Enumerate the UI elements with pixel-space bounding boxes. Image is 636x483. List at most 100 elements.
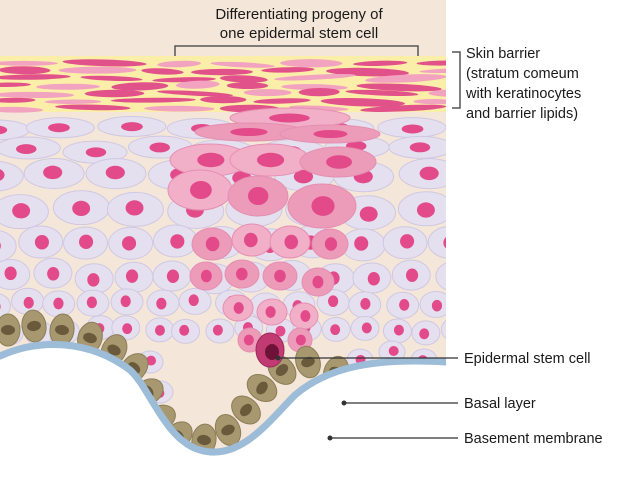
squame: [360, 104, 446, 112]
dermis-region: [0, 344, 446, 478]
progeny-nucleus: [311, 196, 335, 216]
progeny-nucleus: [197, 152, 225, 168]
cell-nucleus: [149, 142, 170, 153]
cell-nucleus: [448, 271, 460, 285]
cell-nucleus: [275, 325, 286, 337]
cell-nucleus: [122, 236, 137, 251]
squame: [416, 60, 446, 66]
squame-layer: [0, 59, 446, 113]
cell-nucleus: [122, 323, 133, 335]
cell-nucleus: [125, 269, 139, 283]
progeny-nucleus: [256, 152, 285, 168]
squame: [111, 82, 169, 91]
squame: [220, 75, 268, 83]
barrier-label-line3: with keratinocytes: [465, 86, 581, 102]
cell-nucleus: [146, 355, 157, 366]
squame: [190, 68, 253, 76]
cell-nucleus: [405, 268, 419, 282]
basal-layer-label: Basal layer: [464, 396, 536, 412]
basal-nucleus: [221, 424, 235, 436]
cell-nucleus: [0, 303, 1, 310]
squame: [144, 105, 215, 112]
cell-nucleus: [360, 298, 371, 310]
squame: [84, 89, 145, 98]
cell-nucleus: [416, 202, 435, 218]
cell-nucleus: [12, 203, 31, 219]
cell-nucleus: [388, 346, 399, 356]
cell-nucleus: [87, 273, 100, 287]
cell-nucleus: [361, 322, 372, 334]
squame: [419, 68, 446, 74]
squame: [0, 60, 58, 66]
barrier-bracket: [452, 51, 461, 109]
stem-cell-label: Epidermal stem cell: [464, 351, 591, 367]
squame: [365, 74, 446, 83]
squame: [44, 99, 102, 104]
cell-nucleus: [179, 324, 190, 336]
stem-cell-leader-dot: [275, 355, 281, 361]
progeny-nucleus: [200, 269, 212, 283]
cell-nucleus: [79, 234, 94, 250]
cell-nucleus: [449, 324, 459, 335]
cell-nucleus: [0, 125, 8, 135]
squame: [428, 89, 446, 97]
basement-membrane: [0, 340, 446, 456]
squame: [345, 89, 419, 96]
squame: [0, 97, 36, 103]
basal-nucleus: [256, 381, 268, 395]
basal-nucleus: [240, 403, 252, 417]
basal-nucleus: [27, 320, 41, 332]
squame: [210, 61, 275, 68]
cell: [0, 293, 11, 319]
progeny-nucleus: [233, 302, 244, 314]
cell: [0, 230, 17, 263]
progeny-label-line1: Differentiating progeny of: [215, 6, 383, 23]
squame: [0, 106, 44, 113]
progeny-nucleus: [300, 310, 311, 322]
progeny-column: [167, 107, 381, 353]
basal-nucleus: [83, 332, 97, 344]
squame: [280, 59, 343, 68]
progeny-nucleus: [324, 237, 338, 251]
cell-nucleus: [121, 122, 143, 132]
cell-nucleus: [409, 142, 431, 153]
progeny-nucleus: [265, 306, 276, 318]
cell: [427, 226, 446, 259]
cell-nucleus: [16, 144, 37, 154]
basal-nucleus: [55, 324, 69, 336]
basement-membrane-label: Basement membrane: [464, 431, 603, 447]
basal-nucleus: [301, 356, 315, 368]
cell-nucleus: [354, 236, 369, 251]
cell-nucleus: [72, 200, 91, 217]
squame: [58, 66, 137, 74]
cell-nucleus: [166, 269, 180, 284]
progeny-nucleus: [295, 334, 306, 346]
basal-nucleus: [1, 325, 15, 335]
cell-nucleus: [86, 296, 98, 309]
squame: [0, 82, 31, 87]
cell: [454, 290, 486, 316]
progeny-nucleus: [190, 181, 212, 199]
progeny-nucleus: [326, 155, 352, 169]
cell-nucleus: [327, 295, 339, 308]
squame: [320, 98, 406, 107]
basal-nucleus: [197, 434, 211, 446]
cell-nucleus: [467, 298, 477, 310]
squame: [253, 98, 311, 104]
squame: [175, 80, 220, 89]
cell-nucleus: [23, 296, 34, 309]
barrier-label-line2: (stratum comeum: [466, 66, 579, 82]
cell-nucleus: [443, 237, 446, 249]
epidermal-stem-cell: [255, 332, 285, 368]
squame: [110, 97, 196, 103]
basal-nucleus: [107, 344, 121, 356]
cell-nucleus: [393, 324, 404, 336]
cell: [0, 161, 24, 192]
squame: [0, 91, 75, 99]
progeny-bracket: [174, 45, 419, 56]
squame: [226, 82, 269, 90]
progeny-nucleus: [268, 113, 310, 123]
cell-nucleus: [293, 169, 314, 184]
